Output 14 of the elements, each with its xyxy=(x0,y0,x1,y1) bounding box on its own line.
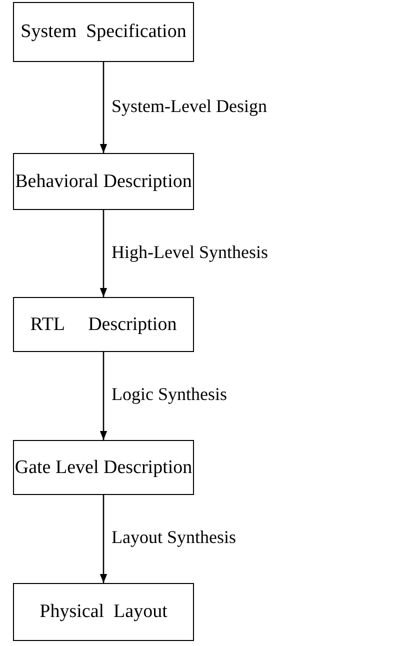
process-box xyxy=(13,297,194,352)
process-box xyxy=(13,2,194,62)
arrow xyxy=(100,62,108,153)
arrow xyxy=(100,210,108,297)
box-label: RTL Description xyxy=(30,314,177,336)
process-box xyxy=(13,583,194,641)
arrow xyxy=(100,352,108,440)
arrow xyxy=(100,495,108,583)
box-label: Physical Layout xyxy=(40,601,168,623)
box-label: System Specification xyxy=(20,21,186,43)
box-label: Behavioral Description xyxy=(15,170,192,192)
box-label: Gate Level Description xyxy=(14,456,192,478)
process-box xyxy=(13,440,194,495)
process-box xyxy=(13,153,194,210)
